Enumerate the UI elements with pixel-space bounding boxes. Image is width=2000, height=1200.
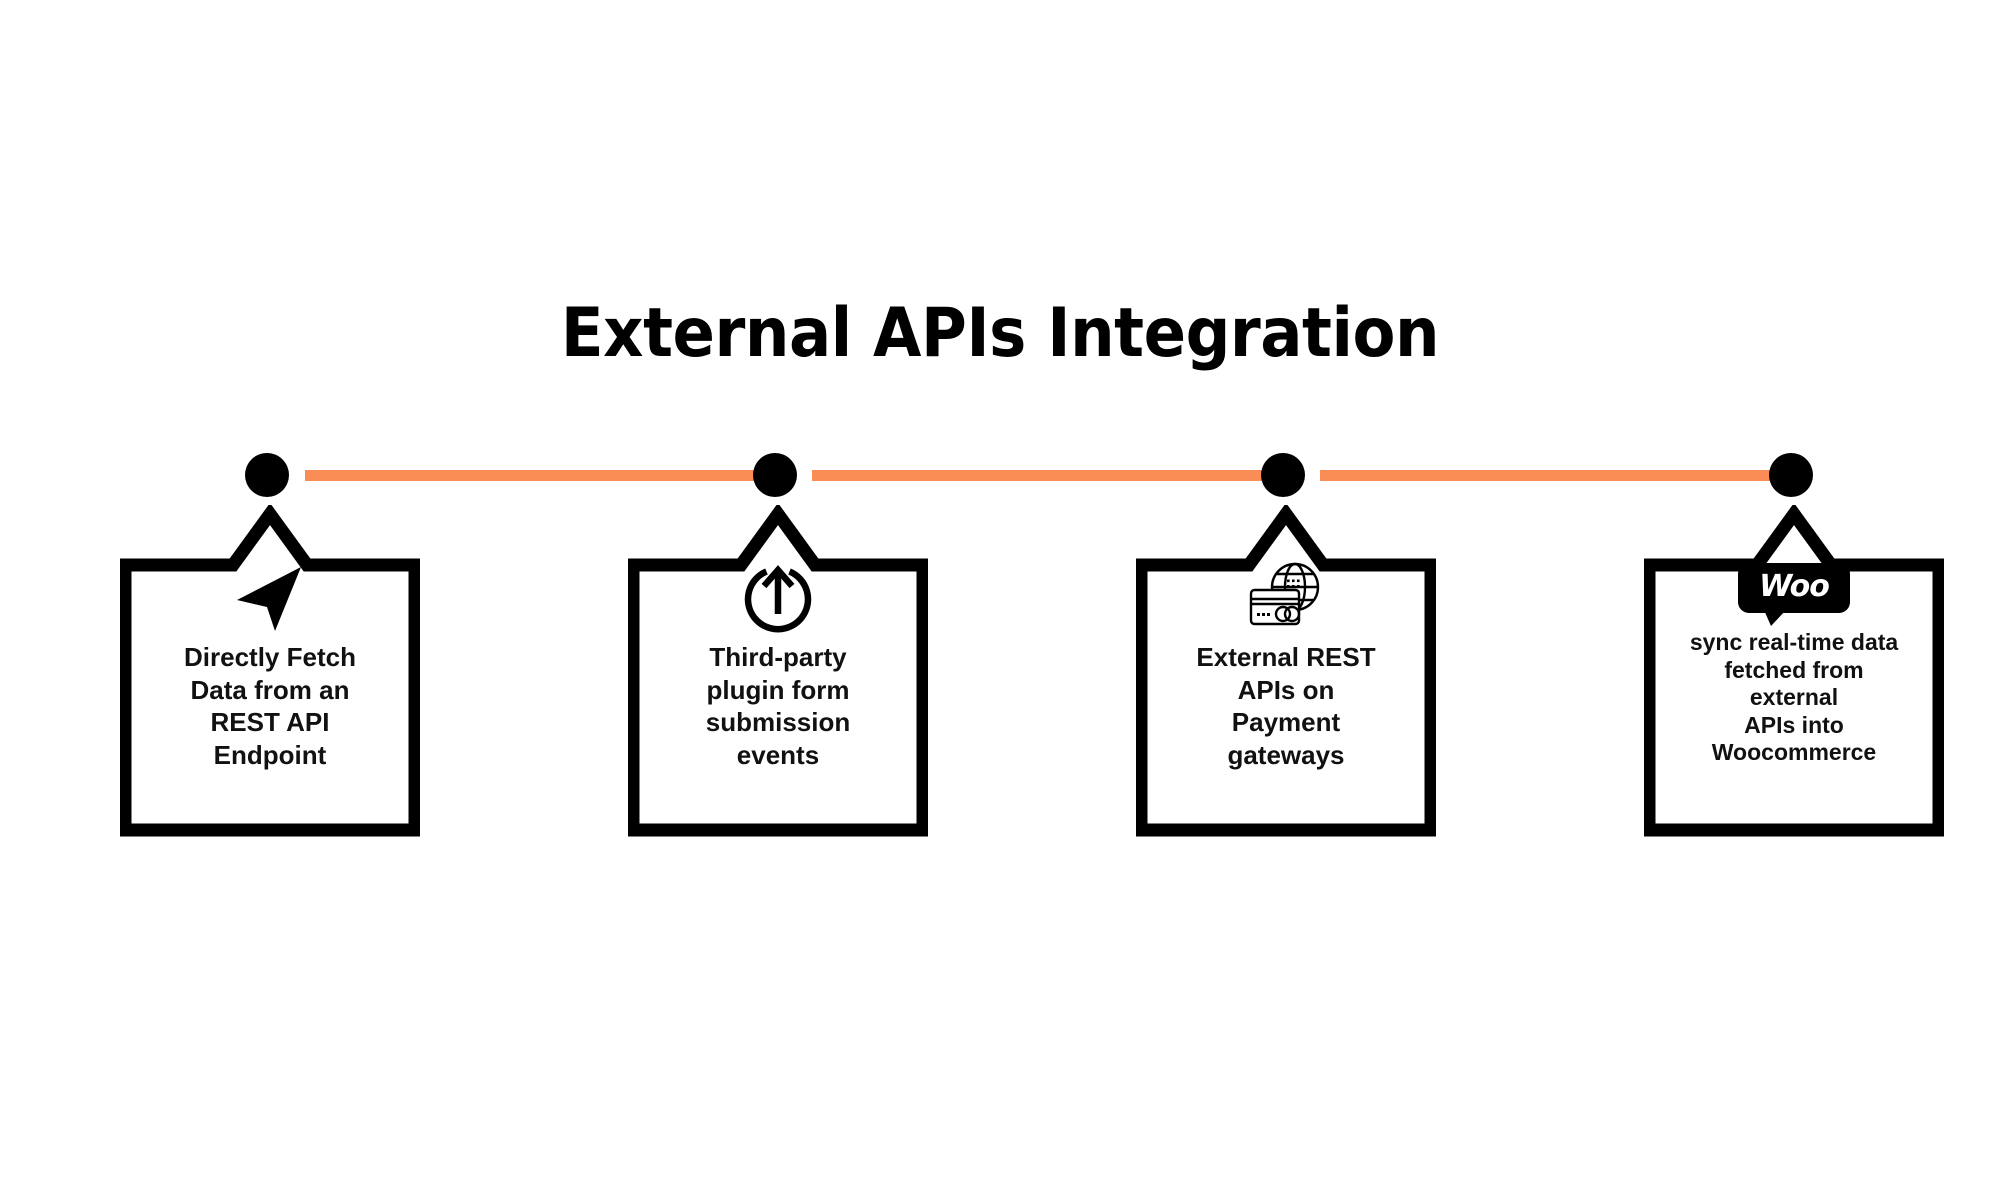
- timeline-connector-3: [1320, 470, 1790, 481]
- globe-credit-card-icon: [1243, 561, 1329, 635]
- timeline-dot-1: [245, 453, 289, 497]
- timeline-connector-2: [812, 470, 1282, 481]
- woo-bubble: Woo: [1738, 563, 1850, 613]
- step-label: External REST APIs on Payment gateways: [1196, 642, 1376, 770]
- upload-circle-icon: [742, 561, 814, 635]
- step-label: Directly Fetch Data from an REST API End…: [184, 642, 356, 770]
- step-card-3[interactable]: External REST APIs on Payment gateways: [1136, 505, 1436, 857]
- card-outline-shape: [1644, 505, 1944, 857]
- card-outline-shape: [120, 505, 420, 857]
- card-outline-shape: [628, 505, 928, 857]
- step-label: sync real-time data fetched from externa…: [1689, 629, 1899, 766]
- step-label: Third-party plugin form submission event…: [705, 642, 851, 770]
- steps-row: Directly Fetch Data from an REST API End…: [0, 505, 2000, 865]
- woo-bubble-tail: [1764, 610, 1786, 626]
- woo-wordmark: Woo: [1759, 569, 1830, 604]
- step-card-1[interactable]: Directly Fetch Data from an REST API End…: [120, 505, 420, 857]
- timeline-dot-2: [753, 453, 797, 497]
- step-card-4[interactable]: Woo sync real-time data fetched from ext…: [1644, 505, 1944, 857]
- woocommerce-logo-icon: Woo: [1738, 561, 1850, 627]
- timeline-connector-1: [305, 470, 775, 481]
- navigation-arrow-icon: [231, 561, 309, 635]
- timeline-dot-4: [1769, 453, 1813, 497]
- page-title: External APIs Integration: [560, 294, 1440, 373]
- card-outline-shape: [1136, 505, 1436, 857]
- timeline-dot-3: [1261, 453, 1305, 497]
- timeline-rail: [0, 444, 2000, 506]
- step-card-2[interactable]: Third-party plugin form submission event…: [628, 505, 928, 857]
